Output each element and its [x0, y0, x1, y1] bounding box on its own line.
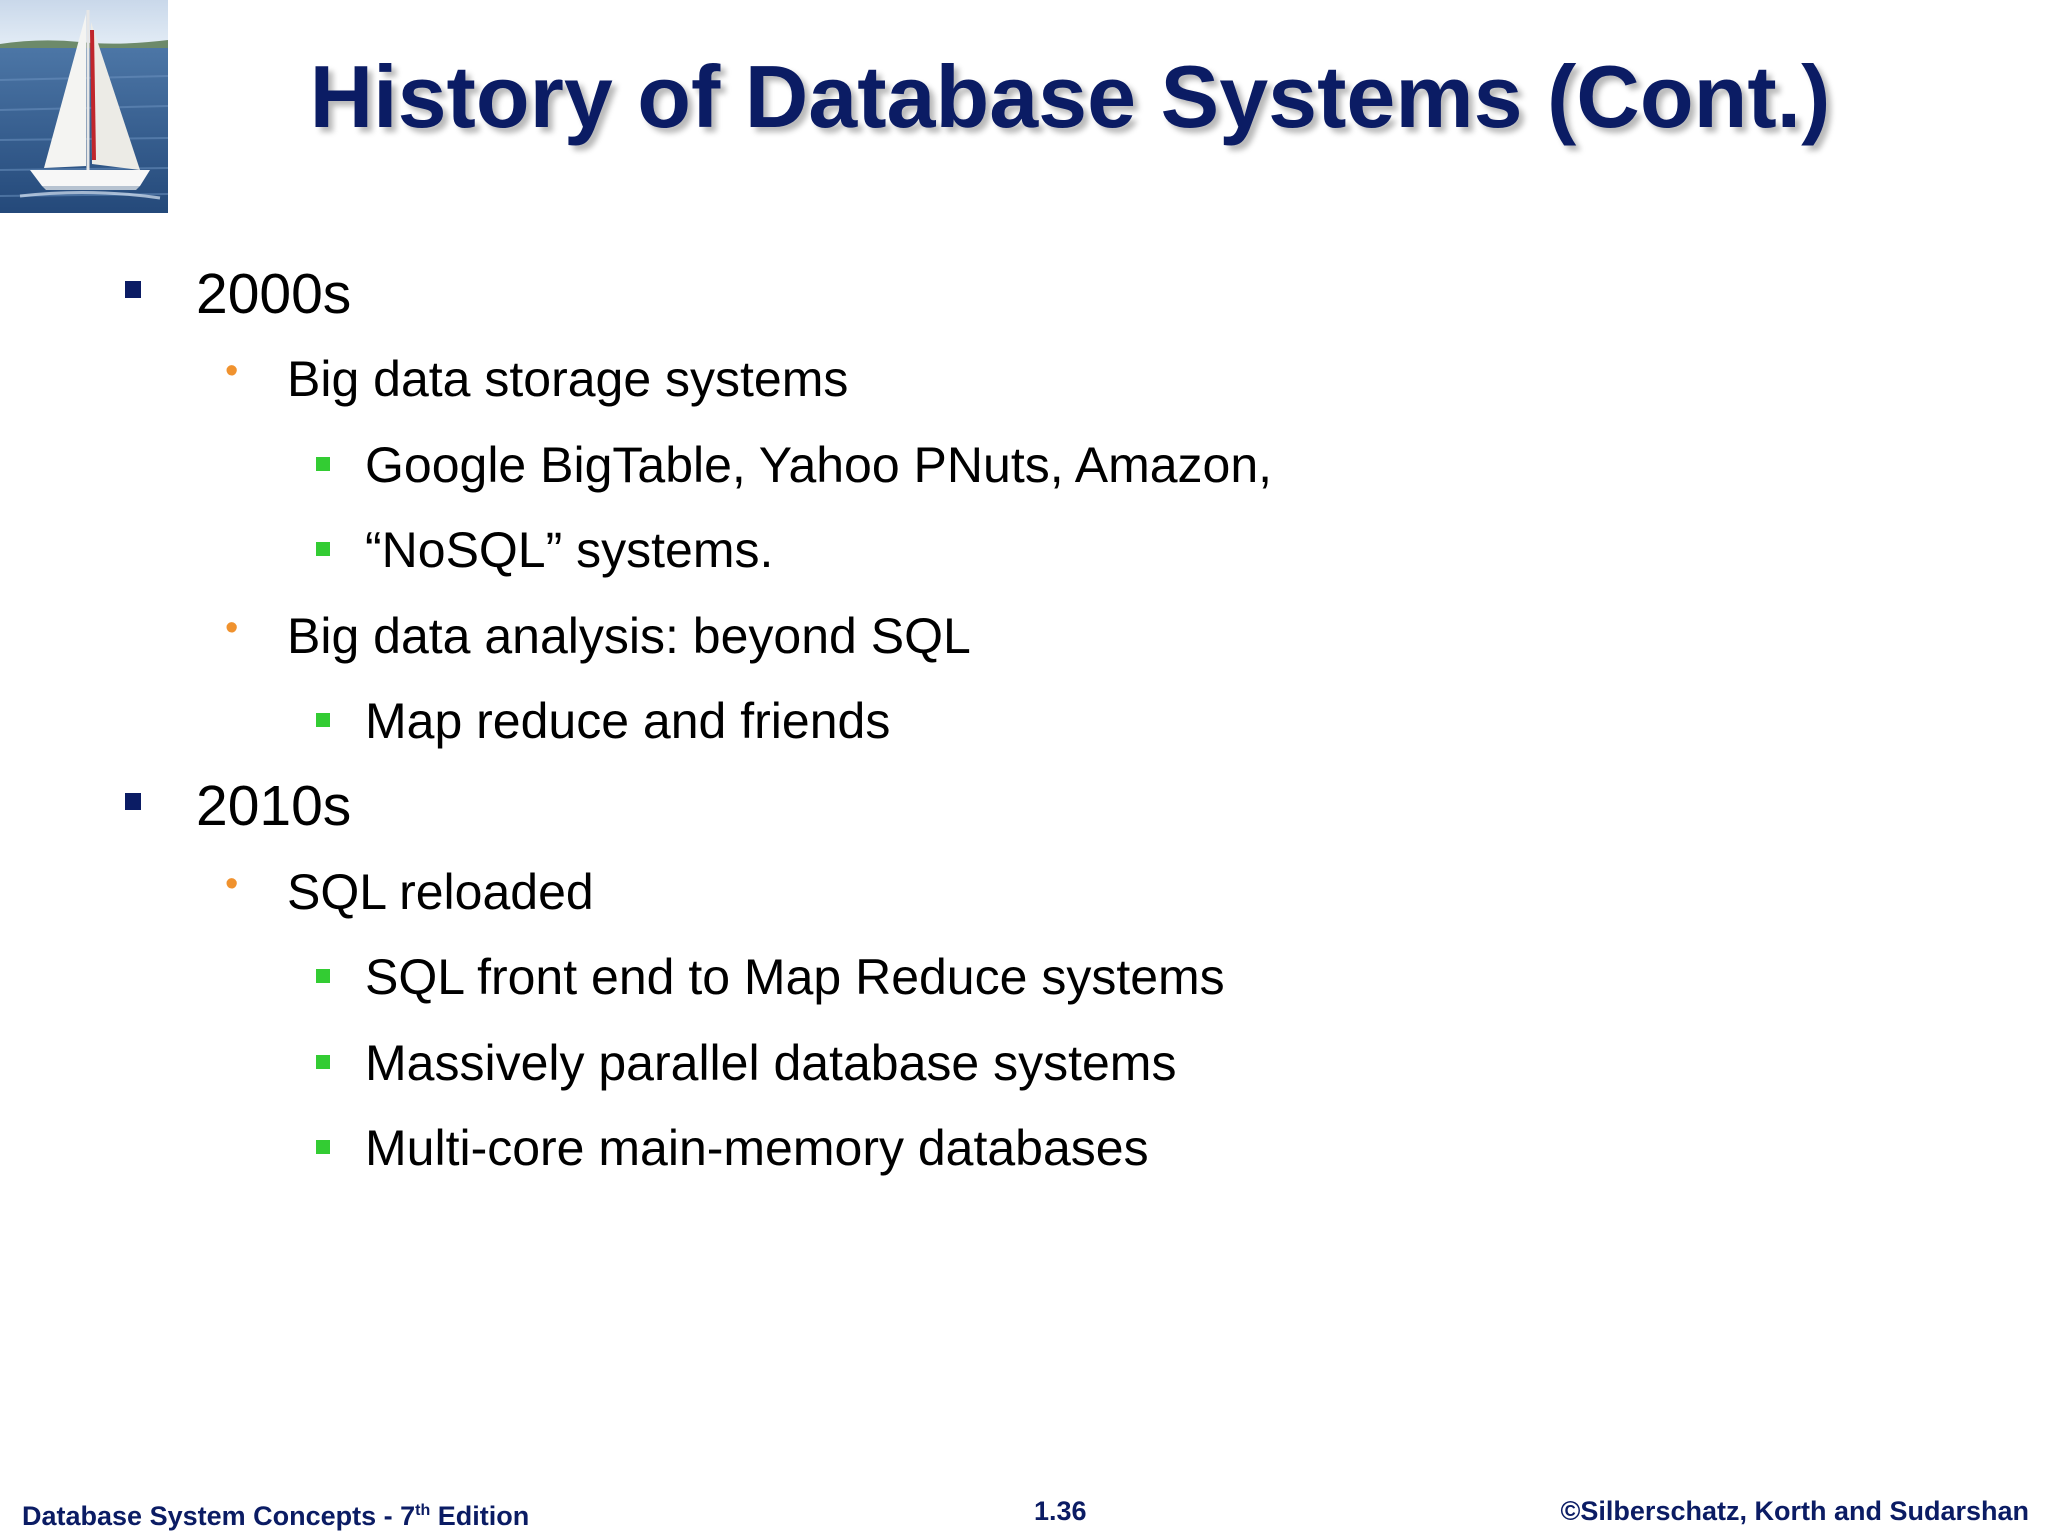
outline-item-text: SQL reloaded — [287, 864, 594, 920]
square-bullet-icon — [316, 1055, 330, 1069]
square-bullet-icon — [316, 1140, 330, 1154]
footer-book-title: Database System Concepts - 7th Edition — [22, 1494, 529, 1533]
slide-title: History of Database Systems (Cont.) — [309, 47, 1831, 146]
square-bullet-icon — [316, 542, 330, 556]
square-bullet-icon — [316, 969, 330, 983]
dot-bullet-icon: • — [225, 350, 239, 392]
outline-item-text: “NoSQL” systems. — [365, 522, 774, 578]
sailboat-logo-icon — [0, 0, 168, 213]
outline-item-text: Multi-core main-memory databases — [365, 1120, 1149, 1176]
outline-item-text: Map reduce and friends — [365, 693, 891, 749]
outline-item-text: Big data analysis: beyond SQL — [287, 608, 971, 664]
footer-book-prefix: Database System Concepts - 7 — [22, 1501, 416, 1531]
square-bullet-icon — [125, 281, 141, 298]
outline-item-text: Massively parallel database systems — [365, 1035, 1177, 1091]
footer-copyright: ©Silberschatz, Korth and Sudarshan — [1560, 1496, 2029, 1526]
outline-item-text: 2000s — [196, 262, 352, 326]
footer-book-sup: th — [415, 1502, 431, 1519]
dot-bullet-icon: • — [225, 863, 239, 905]
dot-bullet-icon: • — [225, 607, 239, 649]
square-bullet-icon — [316, 713, 330, 727]
square-bullet-icon — [316, 457, 330, 471]
square-bullet-icon — [125, 793, 141, 810]
outline-item-text: SQL front end to Map Reduce systems — [365, 949, 1225, 1005]
footer-page-number: 1.36 — [1034, 1496, 1087, 1526]
outline-item-text: Big data storage systems — [287, 351, 849, 407]
footer-book-suffix: Edition — [430, 1501, 530, 1531]
outline-item-text: 2010s — [196, 774, 352, 838]
outline-item-text: Google BigTable, Yahoo PNuts, Amazon, — [365, 437, 1273, 493]
